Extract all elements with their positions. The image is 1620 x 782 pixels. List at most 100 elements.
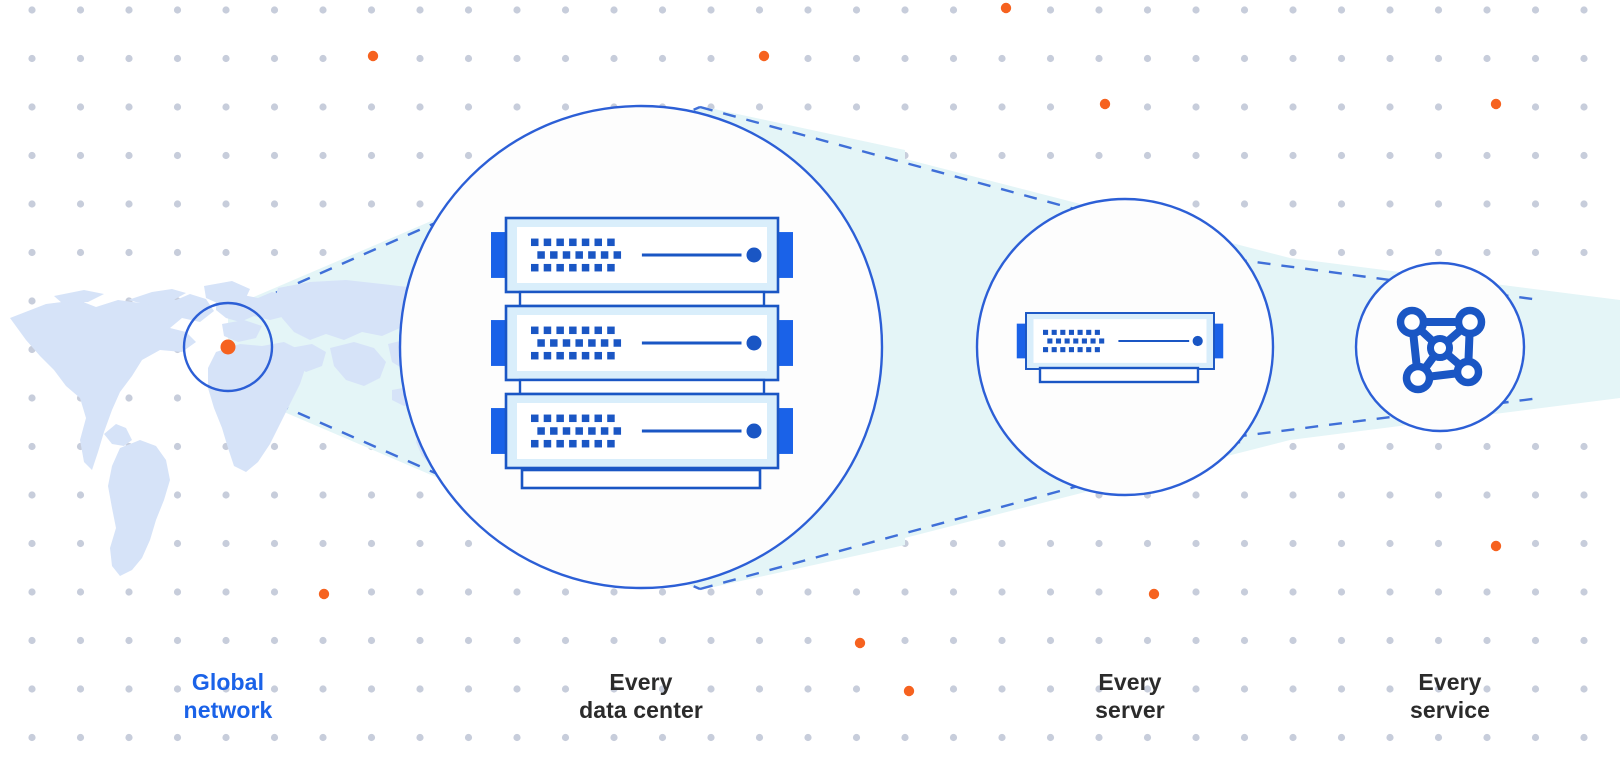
grid-dot [1483,54,1491,63]
grid-dot [1386,6,1394,14]
grid-dot [561,54,570,63]
label-every-data-center: Every data center [579,669,703,724]
server-vent-dot [1077,347,1083,353]
grid-dot [1483,588,1491,596]
server-side-tab-left [491,320,509,366]
grid-dot [1434,636,1443,645]
grid-dot [222,733,230,742]
grid-dot [1192,539,1200,548]
server-vent-dot [531,414,539,423]
grid-dot [1192,6,1200,14]
grid-dot [1386,733,1394,742]
grid-dot [1192,54,1200,63]
grid-dot [1531,442,1540,451]
grid-dot [464,588,473,596]
grid-dot [1386,685,1394,693]
grid-dot [1386,200,1394,208]
grid-dot [76,491,85,499]
grid-dot [1531,248,1540,257]
grid-dot [1143,151,1152,160]
server-vent-dot [600,251,609,259]
grid-dot [319,442,327,451]
grid-dot [1580,103,1588,111]
grid-dot [222,636,230,645]
server-vent-dot [594,326,602,335]
grid-dot [416,636,424,645]
grid-dot [1337,588,1346,596]
grid-dot [367,636,376,645]
grid-dot [1531,6,1540,14]
grid-dot [1531,685,1540,693]
grid-dot [28,685,36,693]
server-side-tab-right [775,320,793,366]
grid-dot [367,200,376,208]
grid-dot [28,151,36,160]
grid-dot [319,200,327,208]
server-vent-dot [594,439,602,448]
grid-dot [1531,103,1540,111]
grid-dot [367,151,376,160]
grid-accent-dot [1148,588,1160,600]
server-vent-dot [588,251,596,259]
grid-dot [125,248,133,257]
grid-dot [610,733,618,742]
grid-dot [1046,539,1055,548]
grid-dot [270,54,279,63]
grid-dot [1434,151,1443,160]
grid-dot [949,103,958,111]
grid-dot [610,6,618,14]
grid-dot [76,733,85,742]
grid-dot [319,733,327,742]
grid-dot [464,539,473,548]
grid-dot [125,636,133,645]
global-network-focus-circle [182,301,274,393]
grid-dot [1046,636,1055,645]
grid-dot [28,442,36,451]
server-side-tab-left [491,408,509,454]
grid-dot [1143,54,1152,63]
grid-dot [1531,200,1540,208]
grid-accent-dot [1099,98,1111,110]
grid-dot [1483,733,1491,742]
server-vent-dot [531,351,539,360]
server-unit-3 [491,392,793,470]
server-vent-dot [1073,338,1079,344]
server-vent-dot [1077,329,1083,335]
grid-dot [610,588,618,596]
grid-dot [1240,733,1249,742]
grid-dot [1483,6,1491,14]
server-vent-dot [607,238,615,247]
grid-dot [319,54,327,63]
grid-dot [270,103,279,111]
grid-dot [173,442,182,451]
server-vent-dot [1055,338,1062,344]
grid-dot [367,103,376,111]
grid-dot [1337,685,1346,693]
server-vent-dot [1051,347,1057,353]
grid-dot [755,685,764,693]
server-vent-dot [556,326,564,335]
grid-dot [1483,248,1491,257]
grid-dot [125,685,133,693]
grid-dot [1434,200,1443,208]
grid-dot [804,636,812,645]
grid-dot [658,588,667,596]
grid-dot [610,636,618,645]
grid-dot [1143,636,1152,645]
grid-dot [1483,200,1491,208]
server-vent-dot [562,251,571,259]
server-side-tab-left [491,232,509,278]
server-vent-dot [607,439,615,448]
grid-dot [270,248,279,257]
rack-base [520,468,762,490]
grid-dot [76,685,85,693]
grid-dot [76,636,85,645]
grid-dot [1289,103,1297,111]
grid-dot [949,685,958,693]
grid-dot [1289,442,1297,451]
server-vent-dot [556,263,564,272]
grid-dot [222,200,230,208]
grid-dot [1580,442,1588,451]
grid-dot [222,685,230,693]
grid-dot [1143,539,1152,548]
